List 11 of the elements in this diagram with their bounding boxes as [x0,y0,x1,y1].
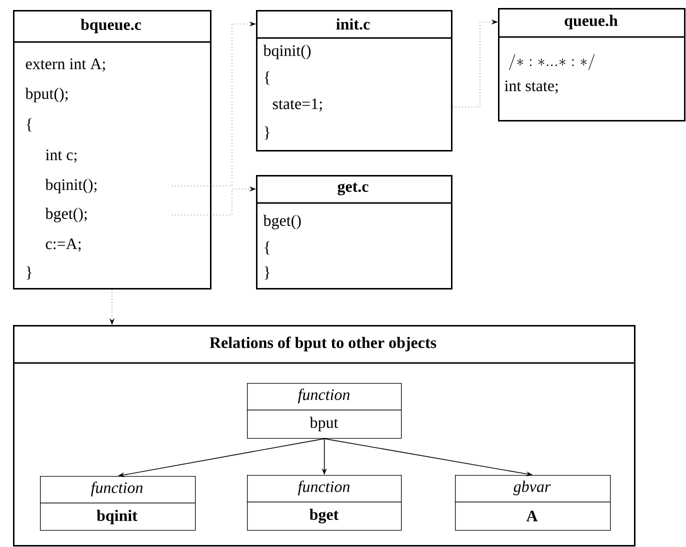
object-box: gbvar A [454,475,611,531]
source-file-box: queue.h $/*:* ... *:*/$ int state; [498,8,686,122]
arrow [172,186,256,216]
source-file-box: bqueue.c extern int A; bput(); { int c; bqinit(); bget(); c:=A; } [13,10,212,290]
source-file-box: get.c bget() { } [256,175,452,290]
object-box: function bqinit [40,476,196,531]
arrow [172,21,256,186]
object-box: function bget [246,475,402,531]
arrow [452,19,498,108]
source-file-box: init.c bqinit() { state=1; } [256,10,452,152]
object-box: function bput [246,383,402,439]
